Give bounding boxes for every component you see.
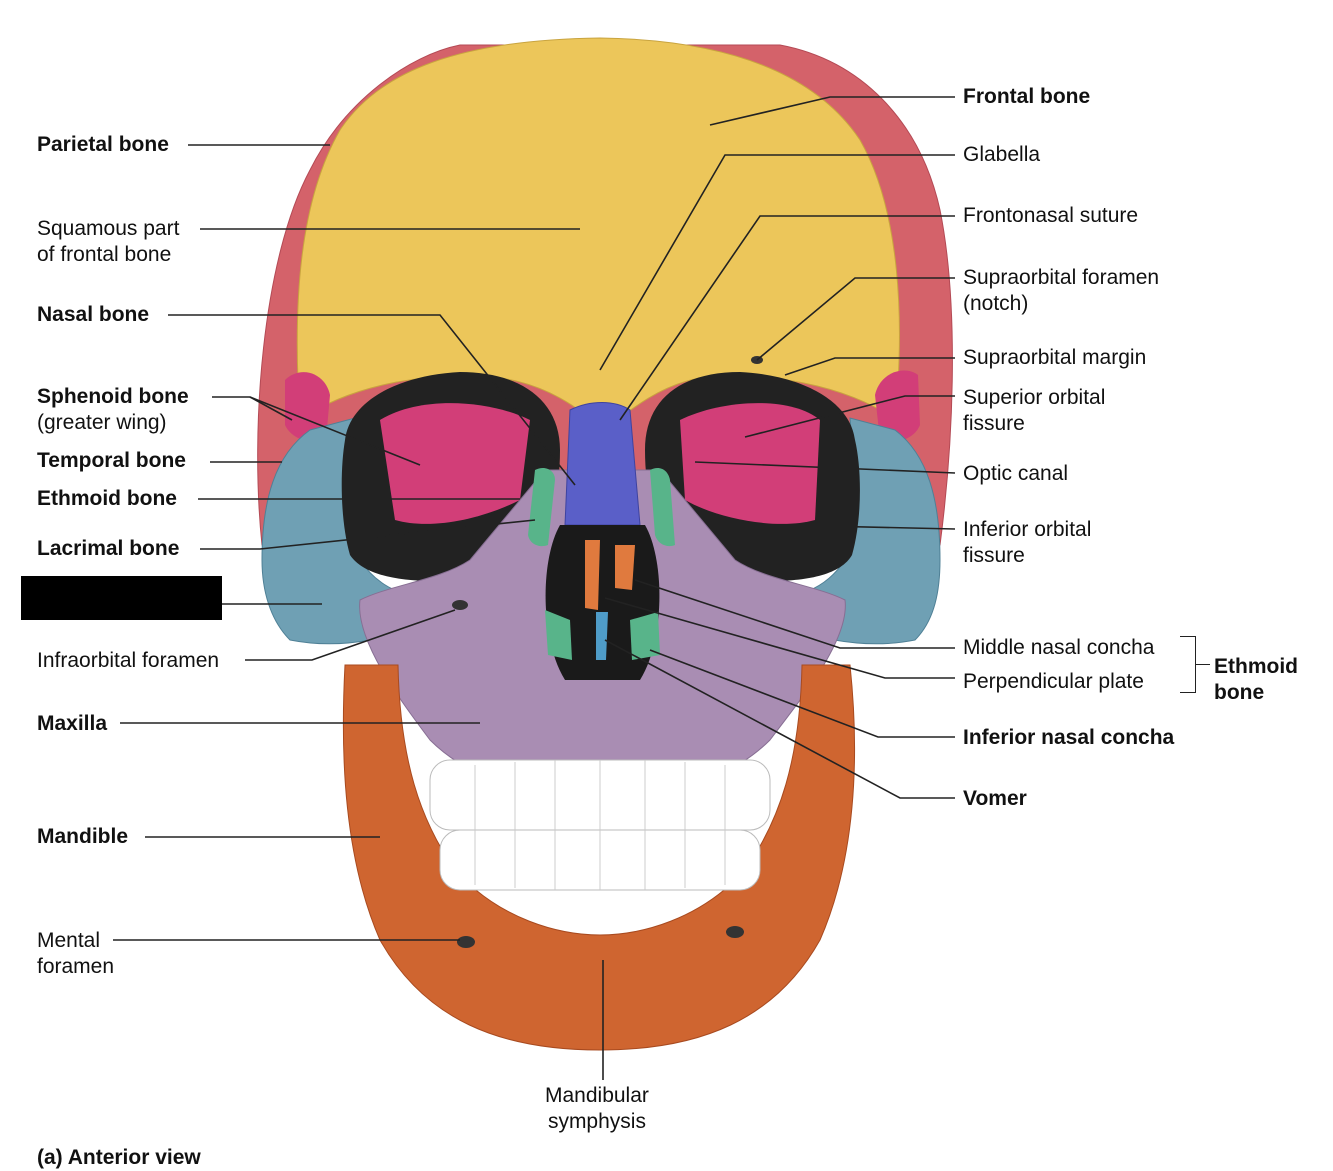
label-sphenoid-bone-line1: Sphenoid bone: [37, 385, 189, 408]
label-squamous-part-line2: of frontal bone: [37, 243, 172, 266]
sphenoid-bone-right-region: [875, 370, 920, 442]
label-middle-nasal-concha: Middle nasal concha: [963, 636, 1155, 659]
label-inferior-orbital-fissure: Inferior orbital fissure: [963, 517, 1091, 569]
mental-foramen-hole-left: [457, 936, 475, 948]
label-supraorbital-margin: Supraorbital margin: [963, 346, 1147, 369]
label-perpendicular-plate: Perpendicular plate: [963, 670, 1144, 693]
label-glabella: Glabella: [963, 143, 1041, 166]
label-mental-foramen: Mental foramen: [37, 928, 114, 980]
vomer-region: [596, 612, 608, 660]
label-ethmoid-bone: Ethmoid bone: [37, 487, 177, 510]
leader-lines: [113, 96, 956, 1080]
label-frontal-bone: Frontal bone: [963, 85, 1091, 108]
mandible-region: [342, 664, 856, 1051]
label-superior-orbital-fissure-line2: fissure: [963, 412, 1025, 435]
label-optic-canal: Optic canal: [963, 462, 1069, 485]
label-ethmoid-group: Ethmoid bone: [1214, 654, 1298, 706]
frontal-bone-region: [296, 37, 900, 431]
lacrimal-right-region: [650, 468, 675, 547]
label-squamous-part: Squamous part of frontal bone: [37, 216, 179, 268]
label-mandible: Mandible: [37, 825, 129, 848]
lacrimal-left-region: [528, 468, 555, 547]
label-maxilla: Maxilla: [37, 712, 108, 735]
label-inferior-orbital-fissure-line1: Inferior orbital: [963, 518, 1092, 541]
infraorbital-foramen-hole: [452, 600, 468, 610]
label-nasal-bone: Nasal bone: [37, 303, 150, 326]
label-superior-orbital-fissure: Superior orbital fissure: [963, 385, 1105, 437]
middle-nasal-concha-right-region: [615, 545, 635, 590]
label-inferior-nasal-concha: Inferior nasal concha: [963, 726, 1175, 749]
inferior-nasal-concha-left-region: [545, 610, 572, 660]
label-lacrimal-bone: Lacrimal bone: [37, 537, 180, 560]
label-ethmoid-group-line1: Ethmoid: [1214, 655, 1298, 678]
ethmoid-bracket-tick: [1196, 664, 1210, 665]
label-supraorbital-foramen: Supraorbital foramen (notch): [963, 265, 1159, 317]
label-superior-orbital-fissure-line1: Superior orbital: [963, 386, 1106, 409]
figure-caption: (a) Anterior view: [37, 1146, 201, 1169]
label-mandibular-symphysis: Mandibular symphysis: [545, 1083, 649, 1135]
label-mental-foramen-line2: foramen: [37, 955, 115, 978]
label-vomer: Vomer: [963, 787, 1027, 810]
orbit-left-inner: [380, 403, 530, 524]
label-temporal-bone: Temporal bone: [37, 449, 186, 472]
label-squamous-part-line1: Squamous part: [37, 217, 180, 240]
label-frontonasal-suture: Frontonasal suture: [963, 204, 1139, 227]
orbit-right-inner: [680, 403, 820, 524]
label-mental-foramen-line1: Mental: [37, 929, 101, 952]
label-supraorbital-foramen-line2: (notch): [963, 292, 1029, 315]
label-infraorbital-foramen: Infraorbital foramen: [37, 649, 220, 672]
label-parietal-bone: Parietal bone: [37, 133, 169, 156]
middle-nasal-concha-region: [585, 540, 600, 610]
nasal-bone-region: [564, 402, 641, 526]
label-sphenoid-bone-line2: (greater wing): [37, 411, 167, 434]
label-mandibular-symphysis-line2: symphysis: [547, 1110, 646, 1133]
label-inferior-orbital-fissure-line2: fissure: [963, 544, 1025, 567]
label-supraorbital-foramen-line1: Supraorbital foramen: [963, 266, 1160, 289]
ethmoid-bracket: [1180, 636, 1196, 693]
mental-foramen-hole-right: [726, 926, 744, 938]
label-sphenoid-bone: Sphenoid bone (greater wing): [37, 384, 189, 436]
redacted-label: [21, 576, 222, 620]
label-mandibular-symphysis-line1: Mandibular: [545, 1084, 649, 1107]
label-ethmoid-group-line2: bone: [1214, 681, 1265, 704]
inferior-nasal-concha-right-region: [630, 612, 660, 660]
